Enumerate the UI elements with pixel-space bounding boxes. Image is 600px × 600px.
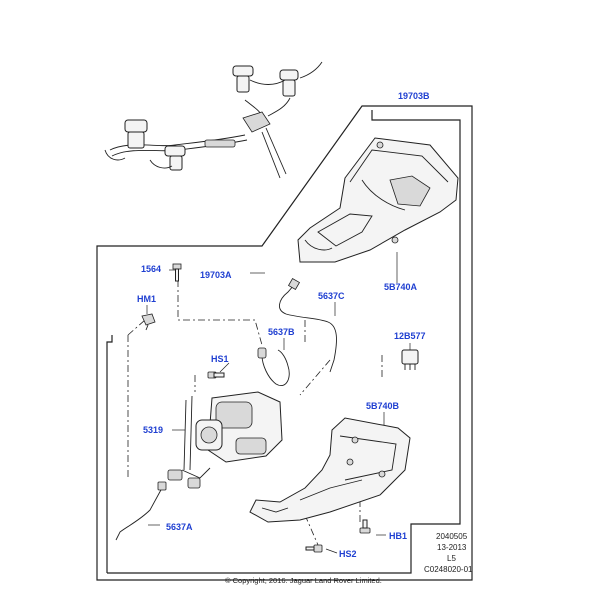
callout-HM1: HM1 <box>137 294 156 304</box>
callout-HB1: HB1 <box>389 531 407 541</box>
assembly-frame <box>96 105 473 581</box>
callout-1564: 1564 <box>141 264 161 274</box>
sensor-HM1 <box>141 313 156 331</box>
callout-5B740A: 5B740A <box>384 282 418 292</box>
bolt-HS2 <box>305 544 323 553</box>
callout-5B740B: 5B740B <box>366 401 400 411</box>
meta-level: L5 <box>447 554 456 563</box>
hose-5637A <box>115 487 163 541</box>
inner-frame <box>106 335 113 573</box>
copyright-notice: © Copyright, 2016. Jaguar Land Rover Lim… <box>225 576 382 585</box>
vehicle-suspension-overview <box>104 61 323 179</box>
callout-19703B: 19703B <box>398 91 430 101</box>
meta-date: 13-2013 <box>437 543 467 552</box>
hose-5637C <box>279 284 337 373</box>
compressor-5319 <box>167 391 283 489</box>
upper-cover-19703B <box>297 137 459 263</box>
callout-5637B: 5637B <box>268 327 295 337</box>
callout-19703A: 19703A <box>200 270 232 280</box>
callout-HS1: HS1 <box>211 354 229 364</box>
callout-5637C: 5637C <box>318 291 345 301</box>
hose-5637B <box>261 349 290 386</box>
bolt-1564 <box>172 263 182 282</box>
callout-5319: 5319 <box>143 425 163 435</box>
relay-12B577 <box>401 349 419 370</box>
bracket-5B740B <box>249 417 411 523</box>
callout-HS2: HS2 <box>339 549 357 559</box>
callout-12B577: 12B577 <box>394 331 426 341</box>
bolt-HB1 <box>359 519 371 534</box>
meta-code: 2040505 <box>436 532 468 541</box>
callout-5637A: 5637A <box>166 522 193 532</box>
meta-ref: C0248020-01 <box>424 565 473 574</box>
bolt-HS1 <box>207 371 225 379</box>
